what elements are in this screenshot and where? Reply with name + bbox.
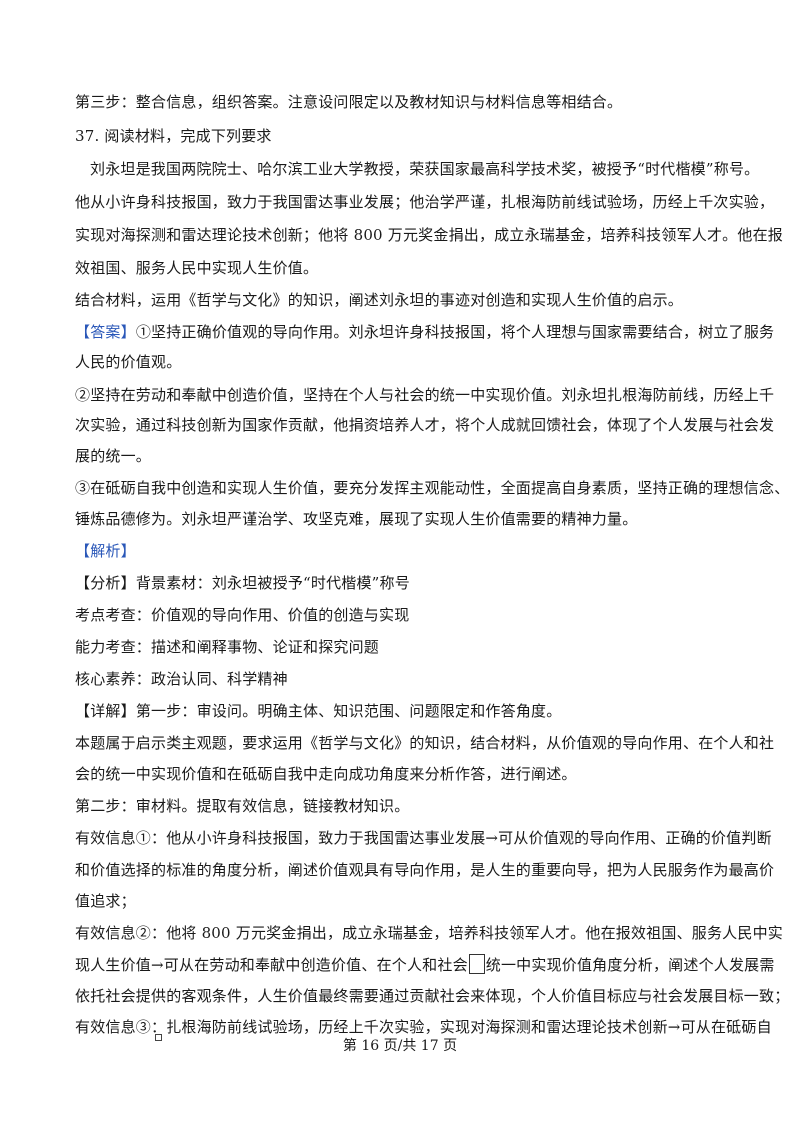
- detail-text: 第一步：审设问。明确主体、知识范围、问题限定和作答角度。: [135, 702, 562, 720]
- answer-tag: 【答案】: [75, 323, 136, 341]
- detail-text: 统一中实现价值角度分析，阐述个人发展需: [485, 956, 775, 974]
- fenxi-tag: 【分析】: [75, 574, 136, 592]
- detail-line: 现人生价值→可从在劳动和奉献中创造价值、在个人和社会统一中实现价值角度分析，阐述…: [75, 954, 774, 975]
- detail-line: 会的统一中实现价值和在砥砺自我中走向成功角度来分析作答，进行阐述。: [75, 765, 577, 783]
- answer-line: 锤炼品德修为。刘永坦严谨治学、攻坚克难，展现了实现人生价值需要的精神力量。: [75, 510, 638, 528]
- material-line: 效祖国、服务人民中实现人生价值。: [75, 259, 319, 277]
- answer-line: 【答案】①坚持正确价值观的导向作用。刘永坦许身科技报国，将个人理想与国家需要结合…: [75, 322, 774, 342]
- question-prompt: 结合材料，运用《哲学与文化》的知识，阐述刘永坦的事迹对创造和实现人生价值的启示。: [75, 291, 684, 309]
- placeholder-box: [468, 954, 485, 974]
- answer-line: 展的统一。: [75, 447, 152, 465]
- detail-line: 本题属于启示类主观题，要求运用《哲学与文化》的知识，结合材料，从价值观的导向作用…: [75, 734, 775, 752]
- analysis-heading: 【解析】: [75, 541, 735, 561]
- detail-text: 现人生价值→可从在劳动和奉献中创造价值、在个人和社会: [75, 956, 468, 974]
- detail-line: 值追求；: [75, 892, 136, 910]
- material-line: 刘永坦是我国两院院士、哈尔滨工业大学教授，荣获国家最高科学技术奖，被授予“时代楷…: [90, 160, 760, 178]
- detail-line: 和价值选择的标准的角度分析，阐述价值观具有导向作用，是人生的重要向导，把为人民服…: [75, 861, 775, 879]
- text-line: 第三步：整合信息，组织答案。注意设问限定以及教材知识与材料信息等相结合。: [75, 93, 623, 111]
- analysis-line: 考点考查：价值观的导向作用、价值的创造与实现: [75, 606, 410, 624]
- analysis-text: 背景素材：刘永坦被授予“时代楷模”称号: [135, 574, 410, 592]
- detail-line: 有效信息②：他将 800 万元奖金捐出，成立永瑞基金，培养科技领军人才。他在报效…: [75, 924, 783, 942]
- analysis-line: 【分析】背景素材：刘永坦被授予“时代楷模”称号: [75, 573, 735, 593]
- answer-line: 次实验，通过科技创新为国家作贡献，他捐资培养人才，将个人成就回馈社会，体现了个人…: [75, 416, 775, 434]
- analysis-line: 核心素养：政治认同、科学精神: [75, 670, 288, 688]
- detail-line: 有效信息③：扎根海防前线试验场，历经上千次实验，实现对海探测和雷达理论技术创新→…: [75, 1018, 772, 1036]
- detail-line: 依托社会提供的客观条件，人生价值最终需要通过贡献社会来体现，个人价值目标应与社会…: [75, 987, 790, 1005]
- analysis-line: 能力考查：描述和阐释事物、论证和探究问题: [75, 638, 380, 656]
- answer-line: ②坚持在劳动和奉献中创造价值，坚持在个人与社会的统一中实现价值。刘永坦扎根海防前…: [75, 386, 775, 404]
- answer-text: ①坚持正确价值观的导向作用。刘永坦许身科技报国，将个人理想与国家需要结合，树立了…: [135, 323, 775, 341]
- analysis-tag: 【解析】: [75, 542, 136, 560]
- material-line: 实现对海探测和雷达理论技术创新；他将 800 万元奖金捐出，成立永瑞基金，培养科…: [75, 226, 783, 244]
- detail-tag: 【详解】: [75, 702, 136, 720]
- detail-line: 第二步：审材料。提取有效信息，链接教材知识。: [75, 797, 410, 815]
- question-heading: 37. 阅读材料，完成下列要求: [75, 127, 272, 145]
- small-square-mark: [155, 1034, 162, 1041]
- detail-line: 有效信息①：他从小许身科技报国，致力于我国雷达事业发展→可从价值观的导向作用、正…: [75, 829, 772, 847]
- material-line: 他从小许身科技报国，致力于我国雷达事业发展；他治学严谨，扎根海防前线试验场，历经…: [75, 193, 775, 211]
- answer-line: 人民的价值观。: [75, 353, 182, 371]
- page-footer: 第 16 页/共 17 页: [342, 1038, 458, 1054]
- answer-line: ③在砥砺自我中创造和实现人生价值，要充分发挥主观能动性，全面提高自身素质，坚持正…: [75, 479, 790, 497]
- detail-line: 【详解】第一步：审设问。明确主体、知识范围、问题限定和作答角度。: [75, 701, 735, 721]
